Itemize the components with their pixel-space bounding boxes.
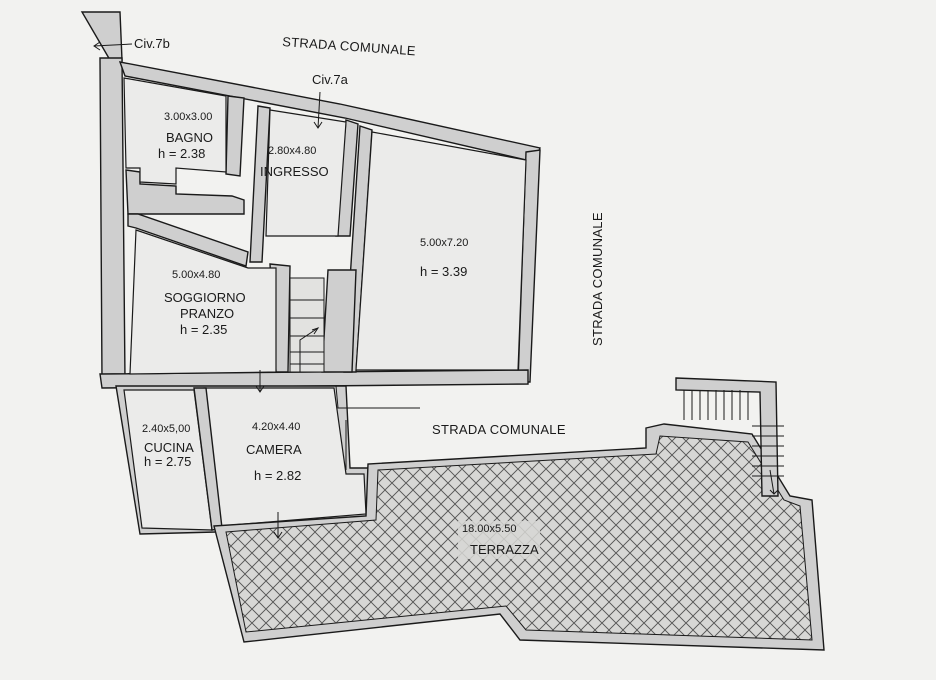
camera-entry-arrow <box>255 370 265 393</box>
ingresso-wall-left <box>249 105 271 263</box>
soggiorno-north-wall <box>127 213 249 267</box>
main-room-height: h = 3.39 <box>420 264 467 279</box>
street-edge <box>335 385 420 470</box>
soggiorno-name-2: PRANZO <box>180 306 234 321</box>
stair-wall-2 <box>321 269 357 373</box>
west-wall <box>99 57 126 381</box>
entrance-label-7a: Civ.7a <box>312 72 349 87</box>
camera-dims: 4.20x4.40 <box>252 421 300 433</box>
entrance-arrow-7a <box>313 91 323 129</box>
cucina-dims: 2.40x5,00 <box>142 423 190 435</box>
camera-name: CAMERA <box>246 442 302 457</box>
entrance-arrow-7b <box>93 41 133 51</box>
terrazza-dims: 18.00x5.50 <box>462 523 516 535</box>
street-label-south: STRADA COMUNALE <box>432 422 566 437</box>
ingresso-dims: 2.80x4.80 <box>268 145 316 157</box>
internal-staircase <box>289 277 325 373</box>
west-boundary-wall <box>80 11 123 61</box>
bagno-name: BAGNO <box>166 130 213 145</box>
cucina-name: CUCINA <box>144 440 194 455</box>
camera-height: h = 2.82 <box>254 468 301 483</box>
main-room-dims: 5.00x7.20 <box>420 237 468 249</box>
room-soggiorno <box>129 229 277 375</box>
soggiorno-name-1: SOGGIORNO <box>164 290 246 305</box>
street-label-north: STRADA COMUNALE <box>282 34 417 58</box>
terrace-label-bg <box>458 521 540 559</box>
upper-south-wall <box>99 369 529 389</box>
soggiorno-dims: 5.00x4.80 <box>172 269 220 281</box>
cucina-height: h = 2.75 <box>144 454 191 469</box>
external-staircase <box>675 377 784 497</box>
terrace-entry-arrow <box>273 512 283 539</box>
entrance-label-7b: Civ.7b <box>134 36 170 51</box>
bagno-ingresso-wall <box>225 95 245 177</box>
room-ingresso <box>265 109 347 237</box>
terrazza-name: TERRAZZA <box>470 542 539 557</box>
room-bagno <box>123 77 227 185</box>
bagno-height: h = 2.38 <box>158 146 205 161</box>
street-label-east: STRADA COMUNALE <box>590 212 605 346</box>
ingresso-name: INGRESSO <box>260 164 329 179</box>
soggiorno-height: h = 2.35 <box>180 322 227 337</box>
room-main <box>355 131 527 371</box>
bagno-dims: 3.00x3.00 <box>164 111 212 123</box>
